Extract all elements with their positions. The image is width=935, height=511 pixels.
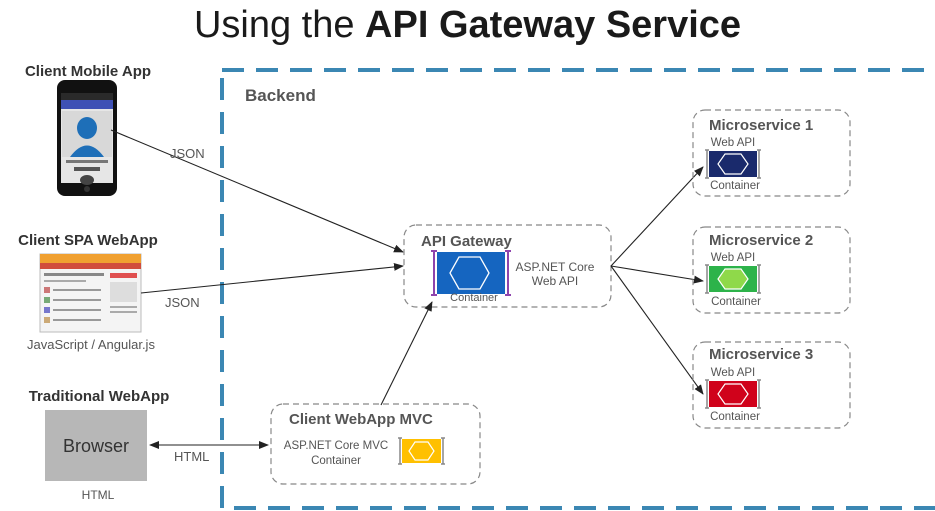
microservice-3-api: Web API <box>711 367 756 379</box>
mvc-tech-line2: Container <box>311 455 361 467</box>
microservice-2-box <box>692 226 851 314</box>
gateway-tech-line1: ASP.NET Core <box>516 260 595 274</box>
microservice-1-api: Web API <box>711 137 756 149</box>
microservice-3-box <box>692 341 851 429</box>
arrow-mobile-to-gateway <box>110 129 404 253</box>
mvc-container-icon <box>398 437 445 465</box>
arrow-gateway-to-ms3 <box>610 265 704 395</box>
spa-screenshot-icon <box>39 253 142 333</box>
page-title: Using the API Gateway Service <box>193 4 742 46</box>
browser-label: Browser <box>63 436 129 456</box>
client-mobile-label: Client Mobile App <box>25 63 151 80</box>
backend-boundary <box>220 68 935 510</box>
traditional-label: Traditional WebApp <box>29 388 170 405</box>
html-protocol-label: HTML <box>174 449 209 464</box>
spa-protocol-label: JSON <box>165 295 200 310</box>
microservice-3: Microservice 3 Web API Container <box>692 341 851 429</box>
arrow-gateway-to-ms1 <box>610 166 704 267</box>
microservice-3-container: Container <box>710 411 760 423</box>
mvc-box <box>270 403 481 485</box>
microservice-2-label: Microservice 2 <box>709 232 813 249</box>
gateway-tech-line2: Web API <box>532 274 578 288</box>
microservice-1: Microservice 1 Web API Container <box>692 109 851 197</box>
mvc-tech-line1: ASP.NET Core MVC <box>284 440 388 452</box>
backend-label: Backend <box>245 86 316 105</box>
microservice-3-label: Microservice 3 <box>709 346 813 363</box>
arrow-gateway-to-ms2 <box>610 265 704 284</box>
microservice-2-container: Container <box>711 296 761 308</box>
microservice-2: Microservice 2 Web API Container <box>692 226 851 314</box>
arrow-mvc-to-gateway <box>380 301 433 406</box>
gateway-container-label: Container <box>450 292 498 304</box>
client-spa-label: Client SPA WebApp <box>18 232 158 249</box>
mvc-label: Client WebApp MVC <box>289 411 433 428</box>
traditional-caption: HTML <box>82 488 115 502</box>
spa-caption: JavaScript / Angular.js <box>27 337 155 352</box>
microservice-1-container: Container <box>710 180 760 192</box>
gateway-container-icon <box>431 250 511 296</box>
microservice-1-box <box>692 109 851 197</box>
mobile-protocol-label: JSON <box>170 146 205 161</box>
browser-box <box>45 410 147 481</box>
microservice-1-label: Microservice 1 <box>709 117 813 134</box>
microservice-2-api: Web API <box>711 252 756 264</box>
phone-icon <box>57 80 117 196</box>
api-gateway-label: API Gateway <box>421 233 513 250</box>
arrow-spa-to-gateway <box>140 262 404 294</box>
